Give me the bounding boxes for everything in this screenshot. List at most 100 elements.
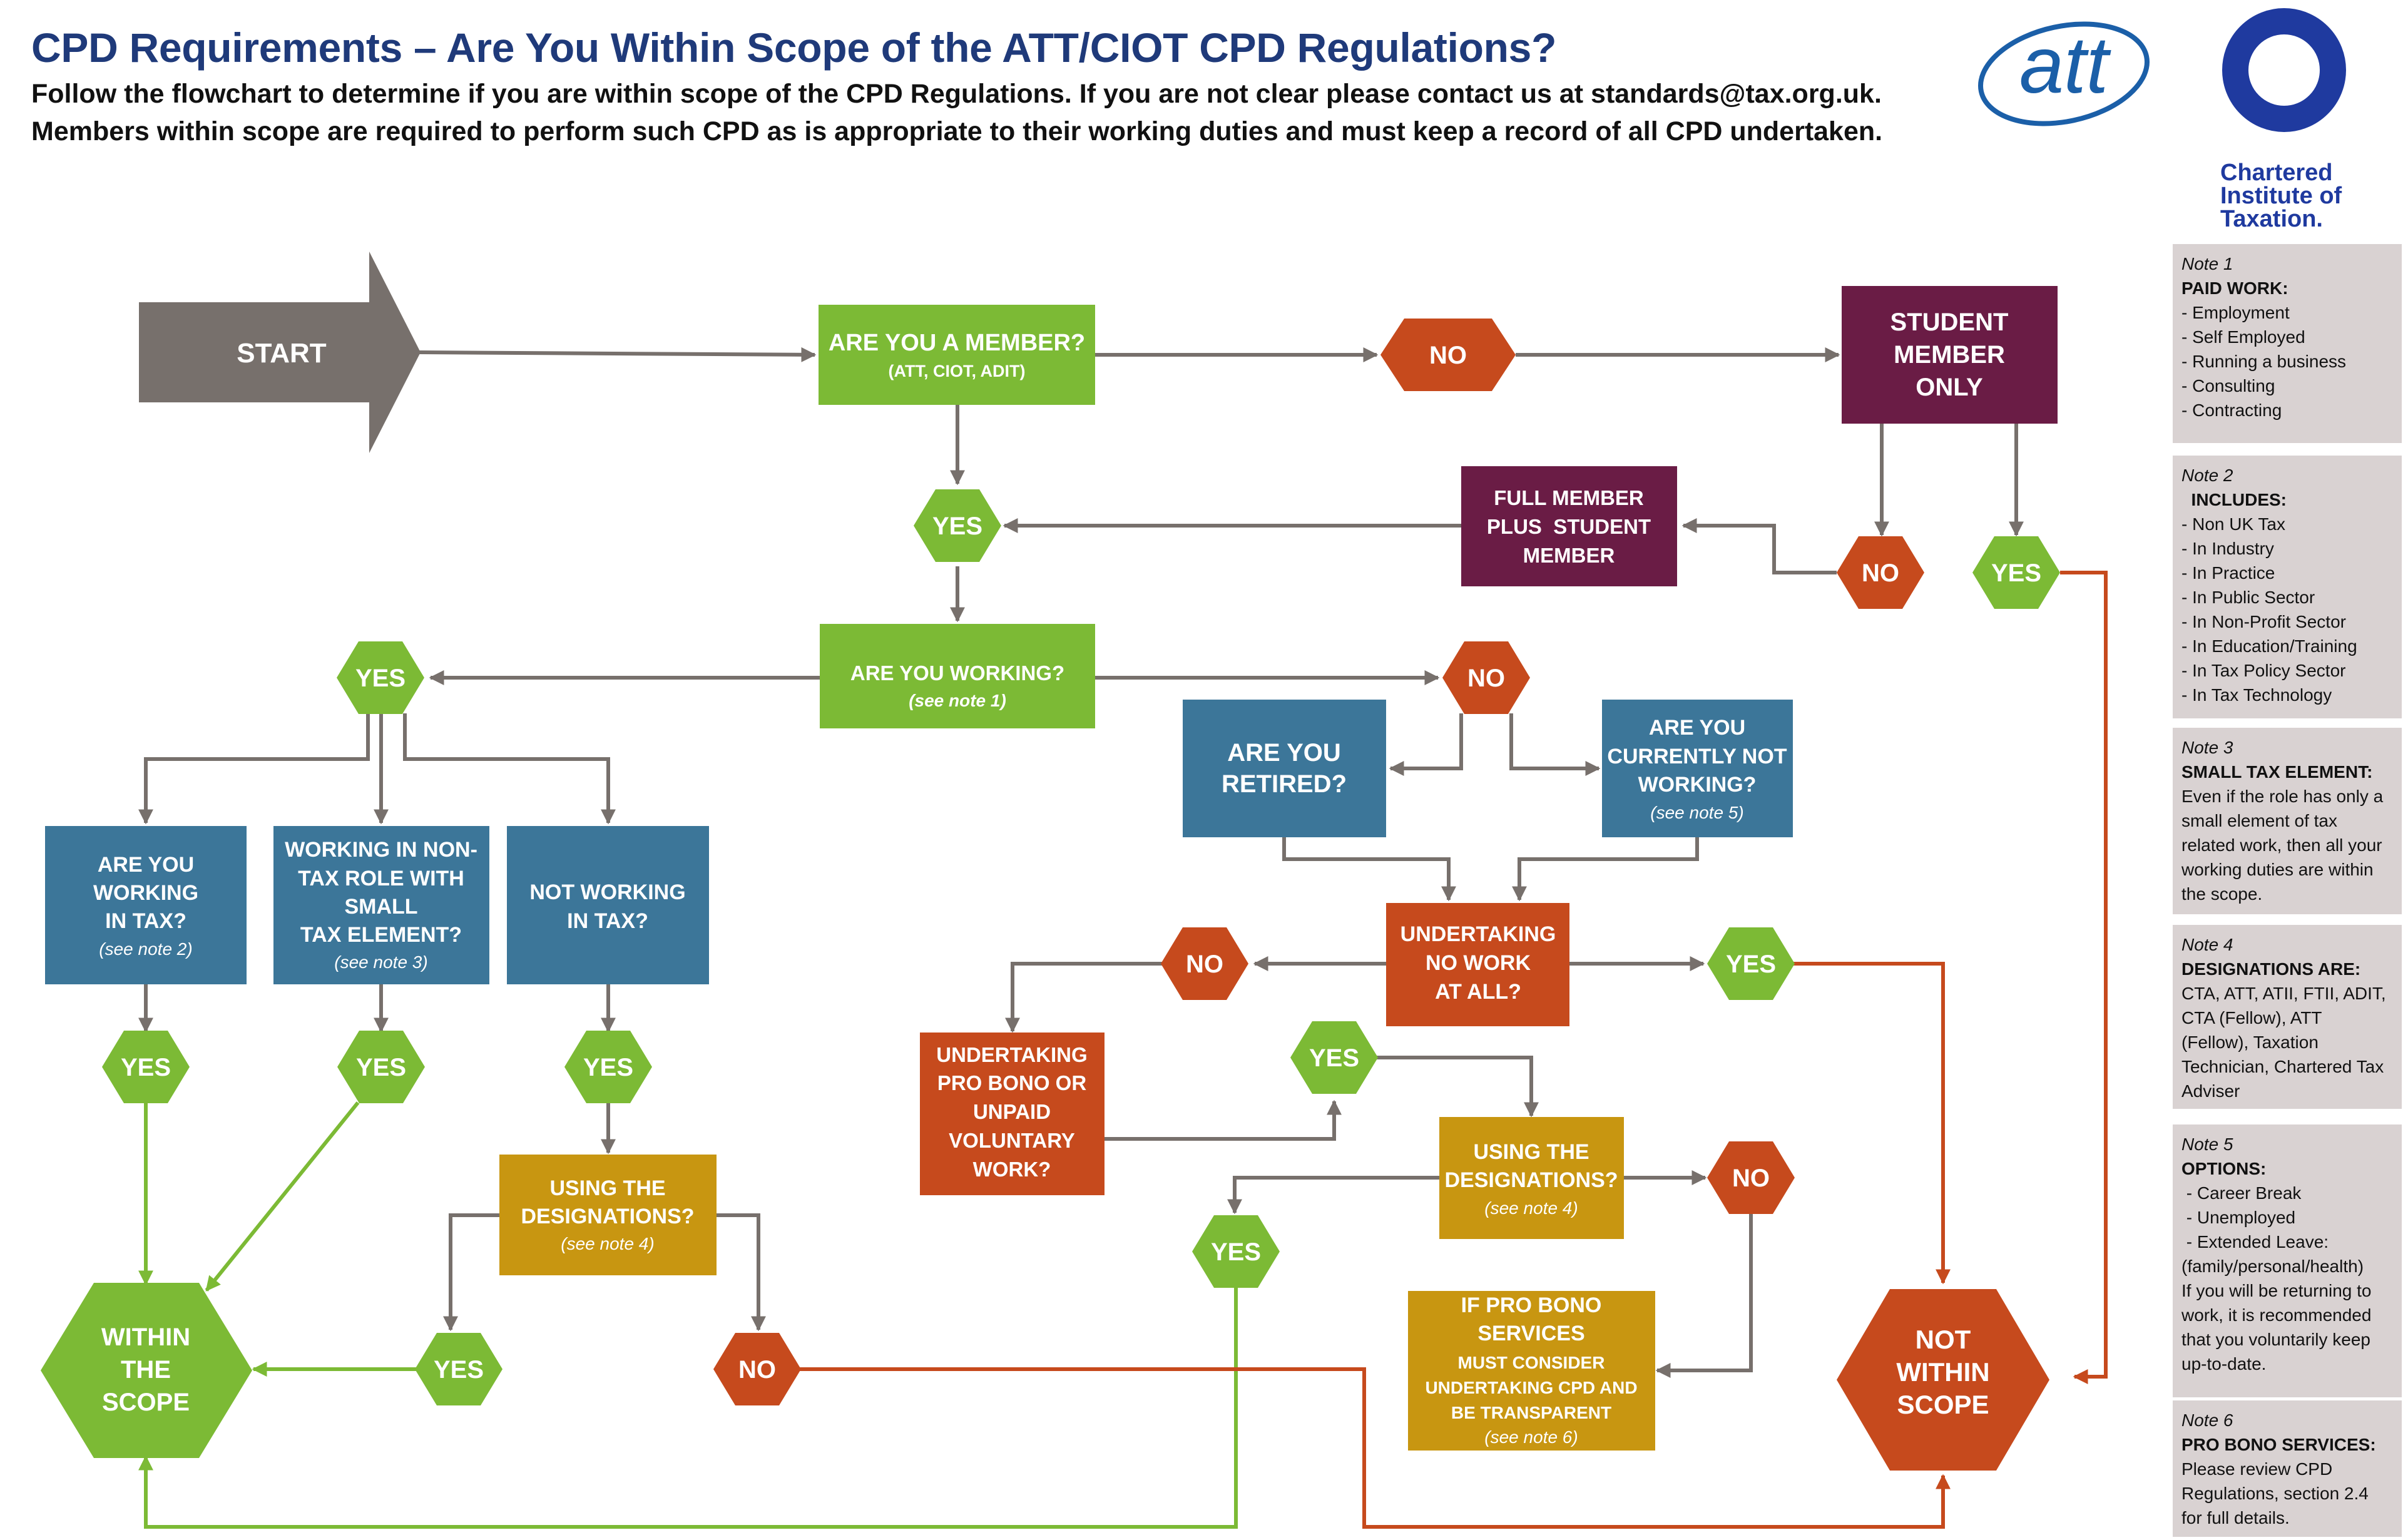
svg-text:UNDERTAKING: UNDERTAKING	[936, 1043, 1087, 1066]
hex-yes-working: YES	[337, 641, 424, 714]
svg-text:MUST CONSIDER: MUST CONSIDER	[1458, 1353, 1605, 1372]
connector-no-fullmember	[1681, 518, 1837, 574]
hex-no-working: NO	[1442, 641, 1530, 714]
svg-text:YES: YES	[121, 1054, 171, 1081]
note-title: Note 5	[2181, 1135, 2233, 1154]
hex-yes-desig-right: YES	[1192, 1215, 1280, 1288]
start-node: START	[139, 252, 421, 453]
instruction-line-1: Follow the flowchart to determine if you…	[31, 79, 1882, 109]
decision-hexagons: NO YES NO YES YES NO YES YES	[102, 319, 2060, 1405]
note-item: - Employment	[2181, 303, 2290, 322]
non-tax-question: WORKING IN NON- TAX ROLE WITH SMALL TAX …	[273, 826, 489, 984]
designations-question-right: USING THE DESIGNATIONS? (see note 4)	[1439, 1117, 1624, 1239]
hex-yes-student: YES	[1972, 536, 2060, 609]
hex-no-desig-right: NO	[1707, 1141, 1795, 1214]
working-question: ARE YOU WORKING? (see note 1)	[820, 624, 1095, 728]
svg-text:(see note 1): (see note 1)	[909, 691, 1006, 710]
hex-yes-nontax: YES	[337, 1031, 425, 1103]
connector-noleft-notwithin	[796, 1367, 1951, 1529]
svg-text:SCOPE: SCOPE	[1897, 1390, 1989, 1419]
svg-text:STUDENT: STUDENT	[1890, 309, 2009, 336]
svg-text:VOLUNTARY: VOLUNTARY	[949, 1129, 1075, 1152]
start-label: START	[237, 338, 327, 369]
hex-no-member: NO	[1380, 319, 1516, 391]
svg-text:NOT WORKING: NOT WORKING	[529, 880, 685, 904]
connector-yes-notintax	[403, 713, 616, 825]
svg-text:PRO BONO OR: PRO BONO OR	[937, 1071, 1087, 1094]
designations-question-left: USING THE DESIGNATIONS? (see note 4)	[499, 1155, 717, 1275]
svg-text:MEMBER: MEMBER	[1523, 544, 1615, 567]
note-heading: PAID WORK:	[2181, 278, 2288, 298]
ciot-logo-line: Chartered	[2220, 160, 2333, 186]
connector-no-probono	[1005, 962, 1163, 1033]
note-text: Please review CPD Regulations, section 2…	[2181, 1459, 2369, 1527]
svg-text:FULL MEMBER: FULL MEMBER	[1494, 486, 1644, 509]
svg-text:WORK?: WORK?	[973, 1158, 1051, 1181]
note-item: - In Practice	[2181, 563, 2275, 583]
svg-text:SERVICES: SERVICES	[1477, 1322, 1584, 1345]
note-title: Note 3	[2181, 738, 2233, 757]
note-1: Note 1 PAID WORK: - Employment - Self Em…	[2173, 244, 2402, 443]
note-item: - Extended Leave:	[2181, 1232, 2329, 1252]
member-question-title: ARE YOU A MEMBER?	[829, 330, 1085, 356]
svg-text:NO: NO	[1186, 951, 1223, 978]
not-in-tax-question: NOT WORKING IN TAX?	[507, 826, 709, 984]
svg-text:TAX ROLE WITH: TAX ROLE WITH	[298, 867, 464, 890]
note-item: - Running a business	[2181, 352, 2347, 371]
att-logo: att	[1978, 21, 2150, 126]
svg-text:YES: YES	[355, 665, 406, 692]
connector-desigleft-yes	[443, 1213, 499, 1332]
svg-text:NO: NO	[1862, 559, 1899, 587]
svg-text:YES: YES	[1991, 559, 2041, 587]
instruction-line-2: Members within scope are required to per…	[31, 116, 1883, 146]
svg-text:IF PRO BONO: IF PRO BONO	[1461, 1293, 1602, 1317]
svg-text:MEMBER: MEMBER	[1894, 341, 2005, 369]
connector-start-member	[419, 347, 817, 362]
connector-yesstudent-notwithin	[2060, 571, 2108, 1384]
hex-no-desig-left: NO	[713, 1333, 801, 1405]
svg-text:ARE YOU: ARE YOU	[1649, 716, 1745, 740]
note-text: Even if the role has only a small elemen…	[2181, 787, 2384, 904]
note-item: - Self Employed	[2181, 327, 2305, 347]
svg-text:YES: YES	[932, 512, 982, 540]
svg-text:ARE YOU WORKING?: ARE YOU WORKING?	[850, 661, 1064, 685]
svg-text:NOT: NOT	[1916, 1325, 1971, 1354]
svg-text:YES: YES	[356, 1054, 406, 1081]
note-item: - Consulting	[2181, 376, 2275, 395]
note-heading: INCLUDES:	[2181, 490, 2287, 509]
note-item: - In Industry	[2181, 539, 2274, 558]
note-text: If you will be returning to work, it is …	[2181, 1281, 2372, 1374]
svg-text:YES: YES	[1211, 1238, 1261, 1266]
svg-text:YES: YES	[434, 1356, 484, 1384]
svg-text:USING THE: USING THE	[549, 1176, 665, 1200]
svg-text:DESIGNATIONS?: DESIGNATIONS?	[1444, 1168, 1618, 1192]
hex-yes-notintax: YES	[564, 1031, 652, 1103]
ciot-logo-line: Institute of	[2220, 183, 2342, 209]
svg-text:WORKING?: WORKING?	[1638, 773, 1757, 797]
svg-text:IN TAX?: IN TAX?	[105, 909, 186, 933]
svg-text:(see note 6): (see note 6)	[1484, 1427, 1578, 1447]
ciot-logo-line: Taxation.	[2220, 206, 2323, 232]
svg-text:UNDERTAKING CPD AND: UNDERTAKING CPD AND	[1425, 1378, 1637, 1397]
note-title: Note 4	[2181, 935, 2233, 954]
connector-desigleft-no	[717, 1213, 766, 1332]
start-arrow-shape	[139, 252, 421, 453]
connector-yes-desigright	[1377, 1056, 1539, 1118]
no-work-question: UNDERTAKING NO WORK AT ALL?	[1386, 903, 1569, 1026]
note-item: - Non UK Tax	[2181, 514, 2285, 534]
att-logo-ring	[1978, 21, 2150, 126]
hex-no-nowork: NO	[1161, 927, 1248, 1000]
note-heading: DESIGNATIONS ARE:	[2181, 959, 2361, 979]
note-item: - Unemployed	[2181, 1208, 2296, 1227]
retired-question: ARE YOU RETIRED?	[1183, 700, 1386, 837]
svg-text:DESIGNATIONS?: DESIGNATIONS?	[521, 1205, 694, 1228]
svg-text:THE: THE	[121, 1356, 171, 1384]
note-item: - Career Break	[2181, 1183, 2302, 1203]
note-item: - In Public Sector	[2181, 588, 2315, 607]
note-item: - In Education/Training	[2181, 636, 2357, 656]
svg-text:WORKING IN NON-: WORKING IN NON-	[285, 838, 477, 862]
svg-text:NO: NO	[738, 1356, 776, 1384]
connector-yesnowork-notwithin	[1793, 962, 1951, 1285]
student-member-box: STUDENT MEMBER ONLY	[1842, 286, 2058, 424]
full-member-box: FULL MEMBER PLUS STUDENT MEMBER	[1461, 466, 1677, 586]
